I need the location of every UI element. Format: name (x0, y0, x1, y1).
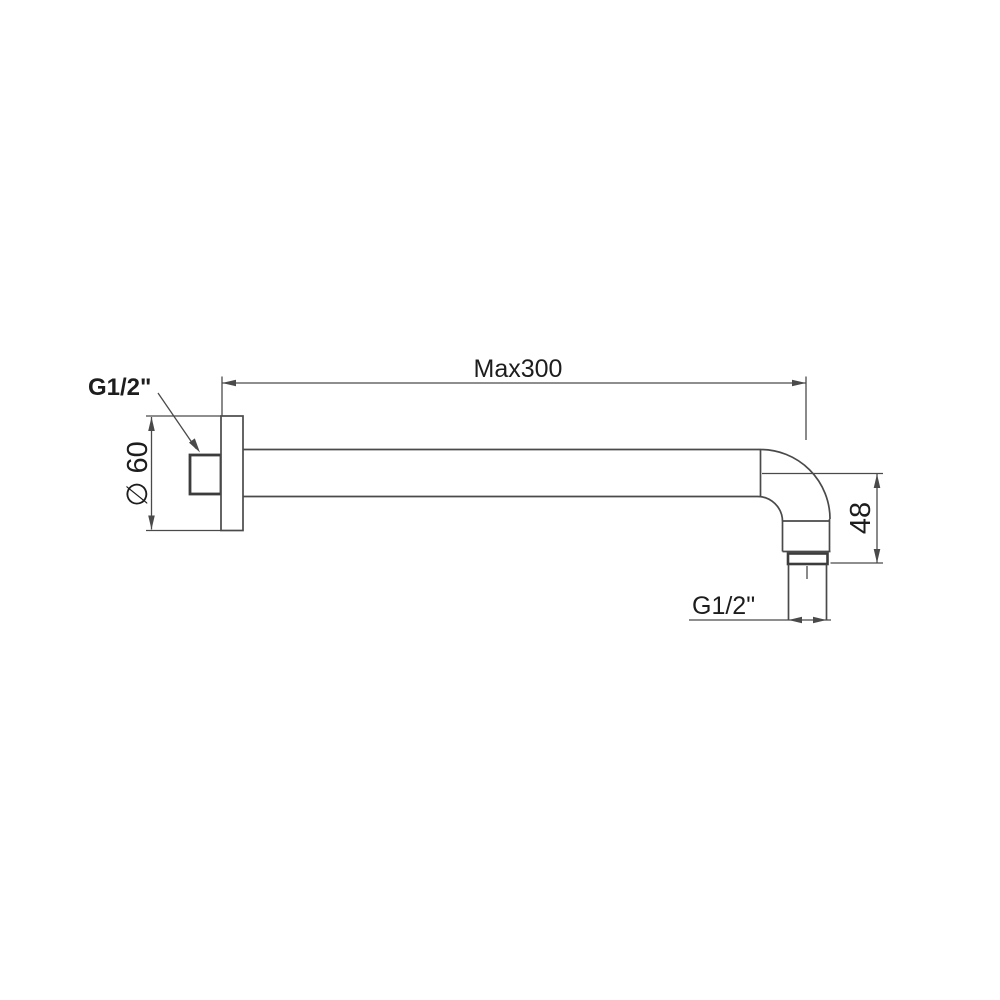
leader-inlet-thread (157, 392, 200, 453)
dimension-diameter-60 (146, 415, 221, 532)
inlet-connector (188, 453, 223, 496)
label-outlet-thread: G1/2" (692, 592, 756, 620)
dimension-48 (762, 472, 883, 564)
arm-tube (243, 448, 762, 498)
outlet-nipple (786, 552, 829, 620)
label-inlet-thread: G1/2" (88, 374, 152, 401)
label-elbow-drop: 48 (844, 501, 877, 535)
label-flange-diameter: ∅ 60 (121, 441, 154, 507)
dimension-outlet-thread (689, 616, 831, 624)
dimension-max300 (221, 376, 807, 440)
elbow-bend (756, 448, 831, 553)
label-max-length: Max300 (473, 355, 563, 383)
wall-flange (220, 415, 244, 532)
